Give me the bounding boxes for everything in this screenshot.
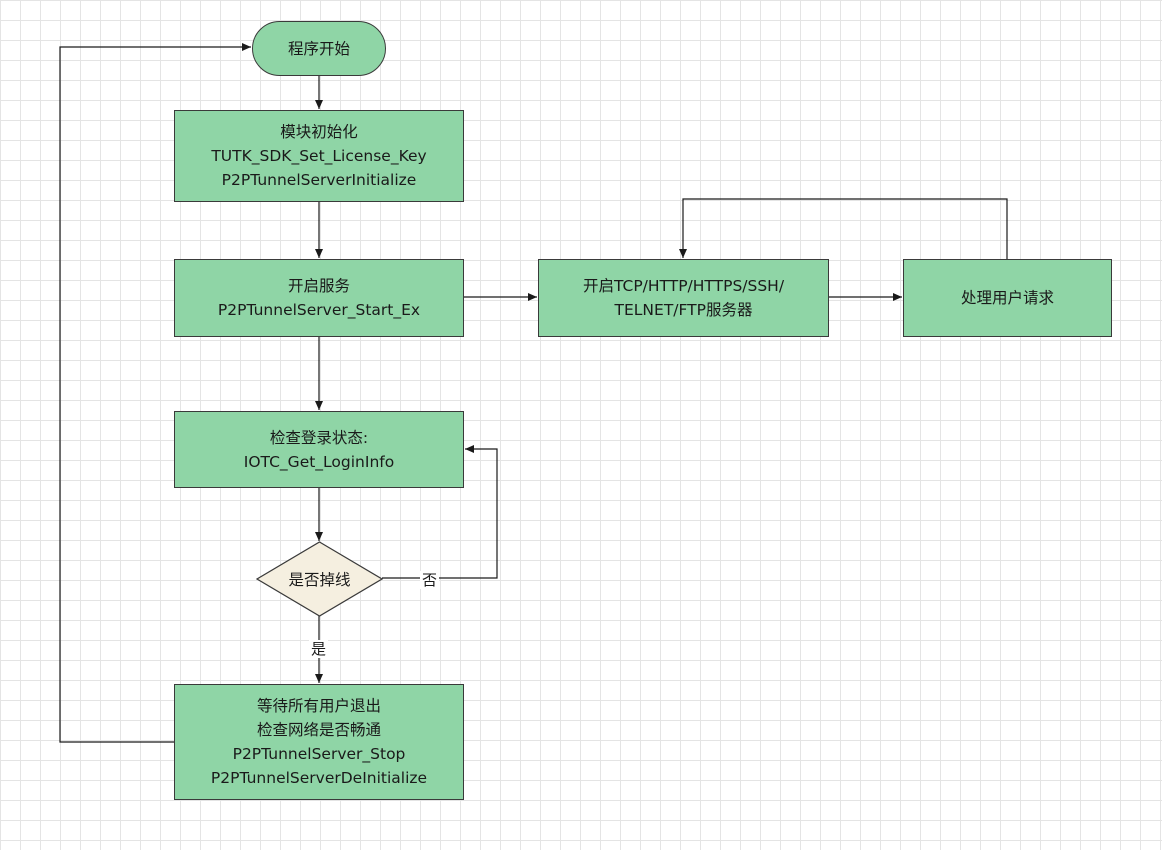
diamond-shape bbox=[256, 541, 383, 617]
check-login-line-1: 检查登录状态: bbox=[269, 428, 369, 447]
shutdown-line-2: 检查网络是否畅通 bbox=[256, 721, 381, 739]
shutdown-box: 等待所有用户退出 检查网络是否畅通 P2PTunnelServer_Stop P… bbox=[174, 684, 464, 800]
start-service-line-2: P2PTunnelServer_Start_Ex bbox=[217, 301, 421, 319]
start-terminal: 程序开始 bbox=[252, 21, 386, 76]
shutdown-line-3: P2PTunnelServer_Stop bbox=[232, 745, 406, 763]
edge-label-no: 否 bbox=[420, 571, 440, 589]
offline-decision-diamond: 是否掉线 bbox=[256, 541, 383, 617]
start-label: 程序开始 bbox=[287, 39, 350, 58]
open-servers-line-2: TELNET/FTP服务器 bbox=[614, 301, 753, 319]
start-service-box: 开启服务 P2PTunnelServer_Start_Ex bbox=[174, 259, 464, 337]
open-servers-box: 开启TCP/HTTP/HTTPS/SSH/ TELNET/FTP服务器 bbox=[538, 259, 829, 337]
init-process-box: 模块初始化 TUTK_SDK_Set_License_Key P2PTunnel… bbox=[174, 110, 464, 202]
check-login-line-2: IOTC_Get_LoginInfo bbox=[243, 452, 395, 471]
open-servers-line-1: 开启TCP/HTTP/HTTPS/SSH/ bbox=[582, 277, 785, 295]
shutdown-line-4: P2PTunnelServerDeInitialize bbox=[210, 769, 428, 787]
init-line-3: P2PTunnelServerInitialize bbox=[221, 171, 417, 189]
edge-label-yes: 是 bbox=[309, 640, 329, 658]
start-service-line-1: 开启服务 bbox=[287, 277, 350, 295]
edge-handle-requests-loop-back bbox=[679, 198, 1008, 259]
handle-requests-label: 处理用户请求 bbox=[960, 289, 1054, 307]
handle-requests-box: 处理用户请求 bbox=[903, 259, 1112, 337]
check-login-box: 检查登录状态: IOTC_Get_LoginInfo bbox=[174, 411, 464, 488]
shutdown-line-1: 等待所有用户退出 bbox=[256, 697, 381, 715]
init-line-1: 模块初始化 bbox=[280, 123, 358, 141]
init-line-2: TUTK_SDK_Set_License_Key bbox=[211, 147, 427, 165]
offline-decision-label: 是否掉线 bbox=[288, 571, 351, 589]
